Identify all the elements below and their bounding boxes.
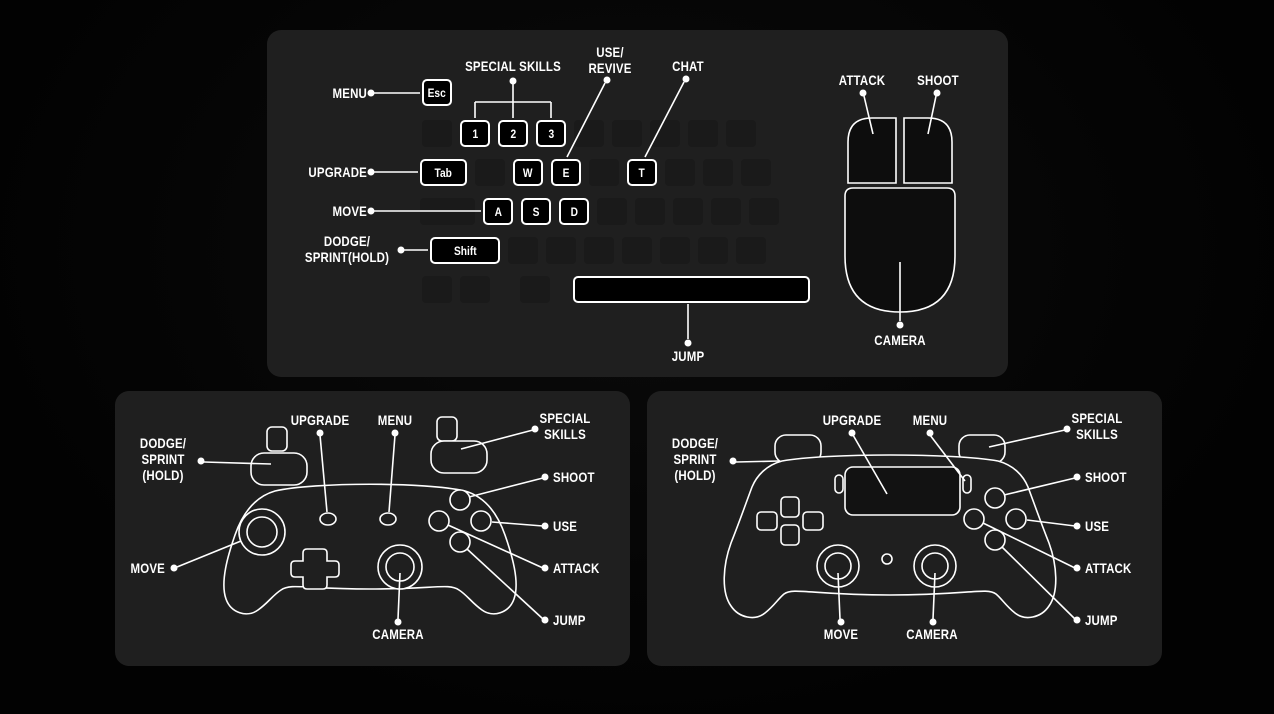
label-upgrade: UPGRADE xyxy=(308,164,367,180)
label-dodge-sprint: DODGE/ SPRINT (HOLD) xyxy=(139,435,187,483)
key-blank xyxy=(749,198,779,225)
xbox-controller-panel: UPGRADE MENU SPECIAL SKILLS DODGE/ SPRIN… xyxy=(115,391,630,666)
key-blank xyxy=(546,237,576,264)
label-attack: ATTACK xyxy=(838,72,886,88)
key-blank xyxy=(422,120,452,147)
key-t: T xyxy=(627,159,657,186)
xbox-controller-icon xyxy=(223,416,517,615)
key-esc: Esc xyxy=(422,79,452,106)
label-upgrade: UPGRADE xyxy=(822,412,882,428)
label-move: MOVE xyxy=(130,560,165,576)
key-blank xyxy=(711,198,741,225)
key-shift: Shift xyxy=(430,237,500,264)
label-menu: MENU xyxy=(912,412,948,428)
key-blank xyxy=(622,237,652,264)
key-blank xyxy=(741,159,771,186)
label-use-revive: USE/ REVIVE xyxy=(588,44,632,76)
label-camera: CAMERA xyxy=(372,626,424,642)
key-blank xyxy=(597,198,627,225)
key-s: S xyxy=(521,198,551,225)
key-blank xyxy=(508,237,538,264)
label-move: MOVE xyxy=(823,626,859,642)
key-blank xyxy=(420,198,475,225)
key-blank xyxy=(635,198,665,225)
key-blank xyxy=(612,120,642,147)
key-blank xyxy=(688,120,718,147)
label-attack: ATTACK xyxy=(553,560,600,576)
key-blank xyxy=(673,198,703,225)
label-chat: CHAT xyxy=(672,58,704,74)
ps-controller-icon xyxy=(723,434,1057,619)
label-dodge-sprint: DODGE/ SPRINT (HOLD) xyxy=(671,435,719,483)
key-blank xyxy=(475,159,505,186)
label-special-skills: SPECIAL SKILLS xyxy=(465,58,561,74)
ps-controller-panel: UPGRADE MENU SPECIAL SKILLS DODGE/ SPRIN… xyxy=(647,391,1162,666)
label-dodge-sprint: DODGE/ SPRINT(HOLD) xyxy=(304,233,390,265)
key-blank xyxy=(698,237,728,264)
label-jump: JUMP xyxy=(553,612,586,628)
key-e: E xyxy=(551,159,581,186)
key-w: W xyxy=(513,159,543,186)
label-special-skills: SPECIAL SKILLS xyxy=(1071,410,1123,442)
label-shoot: SHOOT xyxy=(1085,469,1127,485)
xbox-connector-dots xyxy=(170,425,549,626)
label-use: USE xyxy=(1085,518,1110,534)
label-move: MOVE xyxy=(332,203,367,219)
label-attack: ATTACK xyxy=(1085,560,1132,576)
key-tab: Tab xyxy=(420,159,467,186)
label-shoot: SHOOT xyxy=(553,469,595,485)
label-shoot: SHOOT xyxy=(917,72,959,88)
key-d: D xyxy=(559,198,589,225)
mouse-icon xyxy=(844,117,956,313)
label-menu: MENU xyxy=(377,412,413,428)
key-blank xyxy=(736,237,766,264)
key-blank xyxy=(665,159,695,186)
key-blank xyxy=(589,159,619,186)
key-blank xyxy=(520,276,550,303)
label-special-skills: SPECIAL SKILLS xyxy=(539,410,591,442)
key-1: 1 xyxy=(460,120,490,147)
key-spacebar xyxy=(573,276,810,303)
xbox-connector-lines xyxy=(176,429,544,620)
key-blank xyxy=(584,237,614,264)
keyboard-mouse-panel: Esc 1 2 3 Tab W E T A S D Shift MENU SPE… xyxy=(267,30,1008,377)
key-blank xyxy=(650,120,680,147)
key-blank xyxy=(574,120,604,147)
key-blank xyxy=(422,276,452,303)
key-blank xyxy=(660,237,690,264)
ps-connector-lines xyxy=(735,429,1076,620)
label-camera: CAMERA xyxy=(874,332,926,348)
label-camera: CAMERA xyxy=(906,626,958,642)
key-blank xyxy=(726,120,756,147)
label-jump: JUMP xyxy=(671,348,705,364)
key-a: A xyxy=(483,198,513,225)
ps-connector-dots xyxy=(729,425,1081,626)
key-blank xyxy=(460,276,490,303)
key-2: 2 xyxy=(498,120,528,147)
label-use: USE xyxy=(553,518,578,534)
label-upgrade: UPGRADE xyxy=(290,412,350,428)
key-3: 3 xyxy=(536,120,566,147)
label-jump: JUMP xyxy=(1085,612,1118,628)
label-menu: MENU xyxy=(332,85,367,101)
key-blank xyxy=(703,159,733,186)
